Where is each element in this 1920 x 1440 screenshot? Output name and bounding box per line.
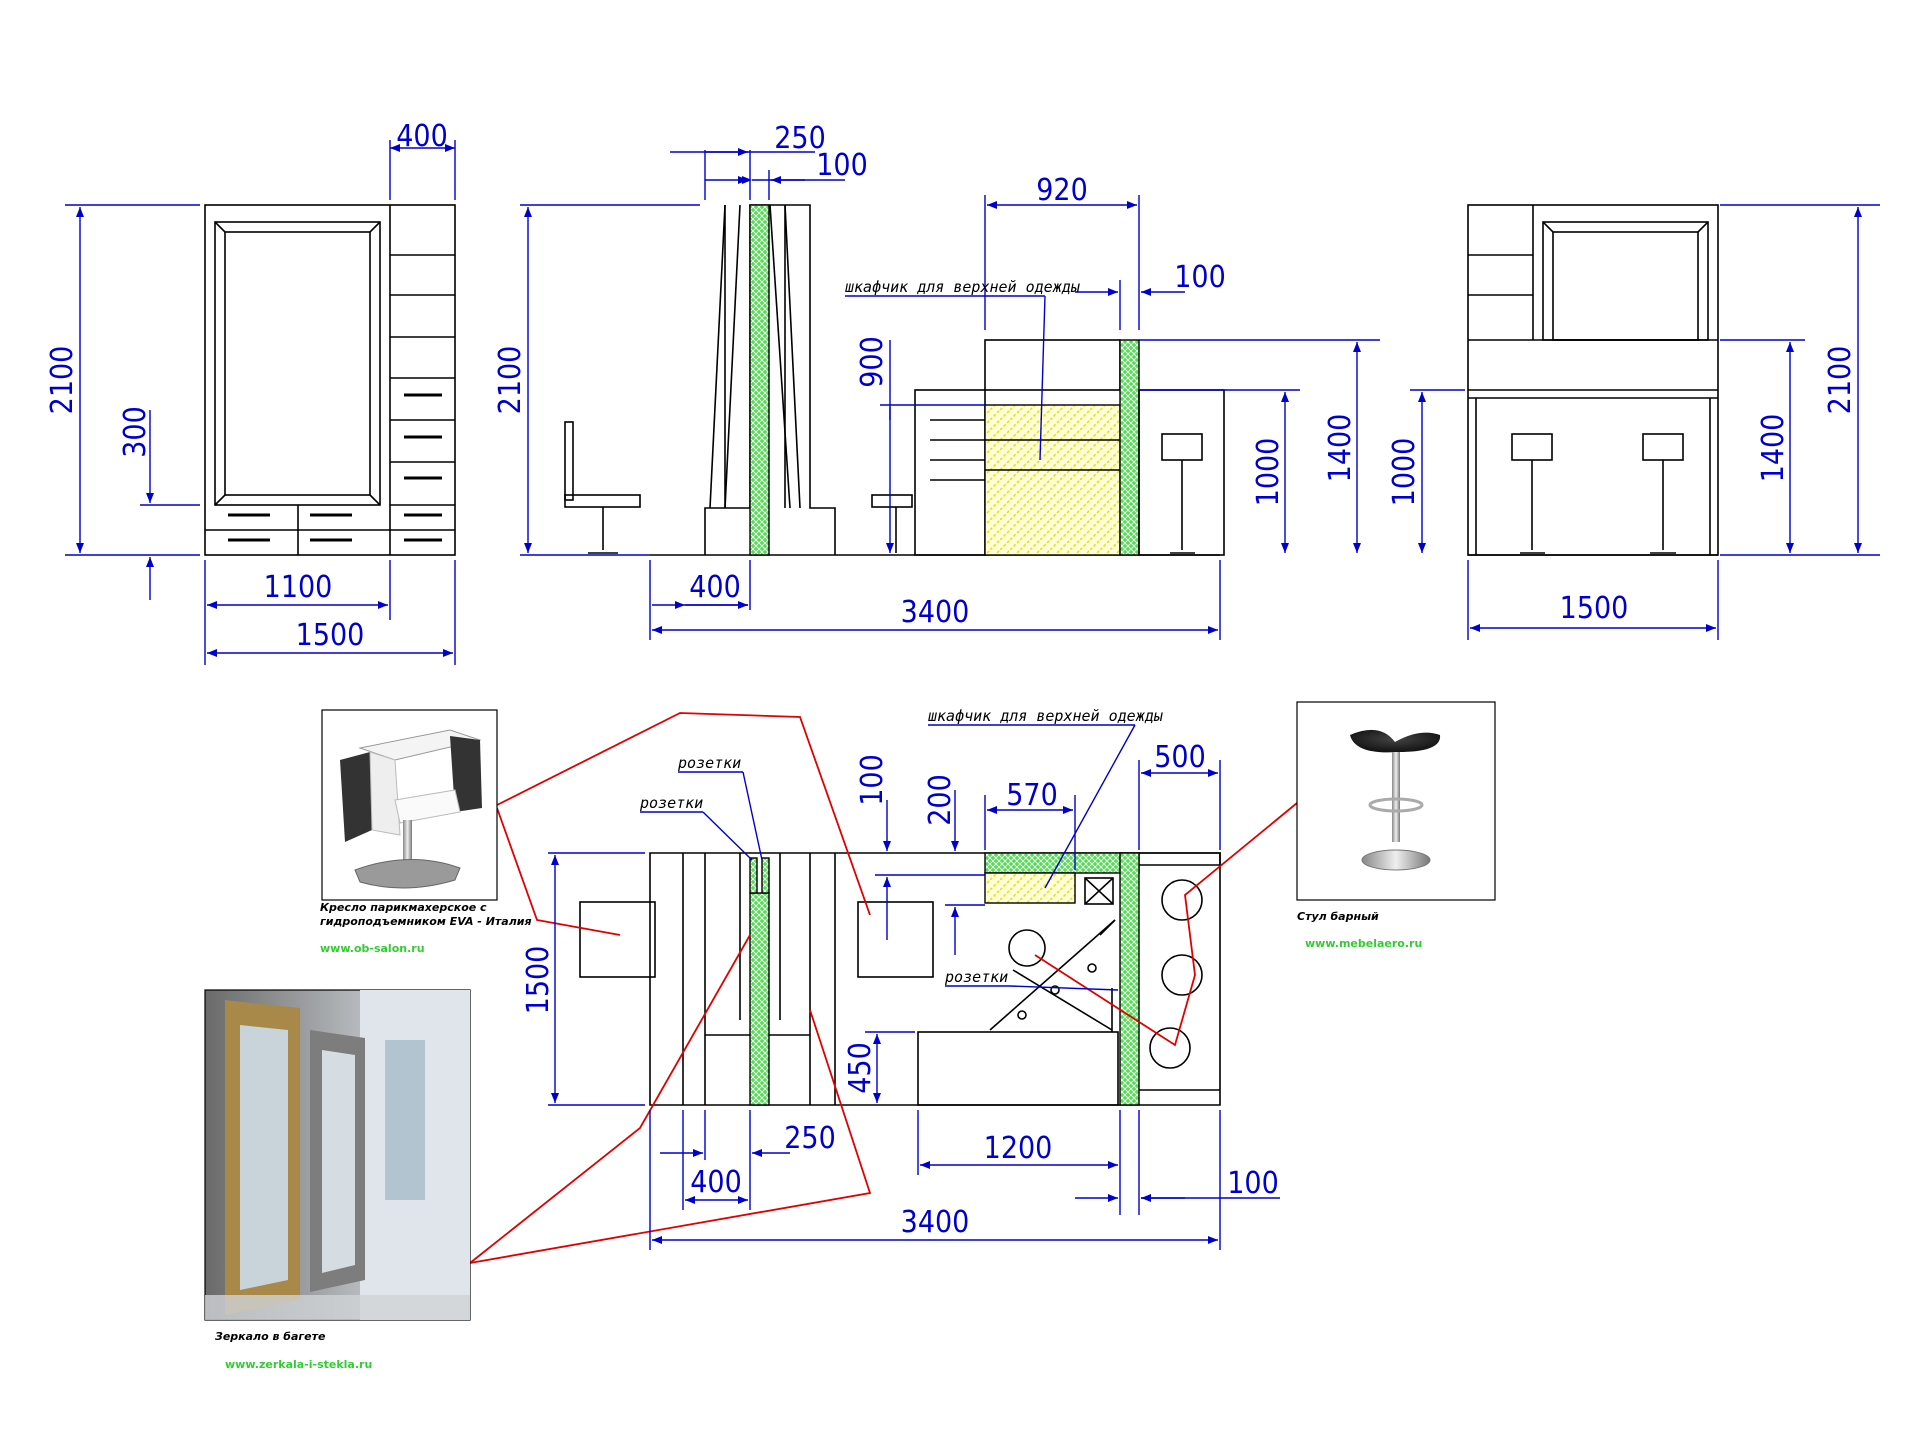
note-wardrobe-plan: шкафчик для верхней одежды	[928, 707, 1164, 725]
chair-url: www.ob-salon.ru	[320, 942, 425, 955]
dim-400-top: 400	[396, 119, 448, 154]
catalog-chair: Кресло парикмахерское с гидроподъемником…	[320, 709, 532, 955]
dim-100-side: 100	[816, 148, 868, 183]
dim-450: 450	[843, 1042, 878, 1094]
chair-side	[564, 421, 913, 554]
bar-stool-icon	[1350, 729, 1441, 871]
dim-200-plan: 200	[923, 774, 958, 826]
salon-chair-icon	[340, 729, 482, 889]
note-sockets-2: розетки	[639, 794, 703, 812]
dim-400-plan: 400	[690, 1165, 742, 1200]
framed-mirror-icon	[205, 990, 470, 1320]
front-elevation: 400 2100 300 1100 1500	[45, 119, 456, 665]
dim-920: 920	[1036, 173, 1088, 208]
dim-250-plan: 250	[784, 1121, 836, 1156]
chair-caption-1: Кресло парикмахерское с	[320, 901, 487, 914]
dim-1400-side: 1400	[1323, 414, 1358, 483]
dim-2100-right: 2100	[1823, 346, 1858, 415]
dim-1500-right: 1500	[1560, 591, 1629, 626]
dim-1000-right: 1000	[1387, 438, 1422, 507]
dim-300: 300	[118, 406, 153, 458]
catalog-stool: Стул барный www.mebelaero.ru	[1296, 701, 1496, 950]
floor-plan: 1500 100 200 570 500 450 250 400 1200 10…	[469, 707, 1298, 1264]
catalog-mirror: Зеркало в багете www.zerkala-i-stekla.ru	[204, 989, 471, 1371]
dim-100-plan-top: 100	[855, 754, 890, 806]
mirror-caption: Зеркало в багете	[215, 1330, 326, 1343]
dim-900: 900	[855, 336, 890, 388]
side-elevation: 250 100 920 100 шкафчик для верхней одеж…	[493, 121, 1380, 640]
dim-1200: 1200	[984, 1131, 1053, 1166]
rear-elevation: 1000 1400 2100 1500	[1387, 204, 1880, 640]
note-wardrobe-elevation: шкафчик для верхней одежды	[845, 278, 1081, 296]
mirror-url: www.zerkala-i-stekla.ru	[225, 1358, 372, 1371]
dim-100-top: 100	[1174, 260, 1226, 295]
note-sockets-3: розетки	[944, 968, 1008, 986]
dim-1100: 1100	[264, 570, 333, 605]
dim-400-side: 400	[689, 570, 741, 605]
chair-caption-2: гидроподъемником EVA - Италия	[320, 915, 532, 928]
dim-2100-side: 2100	[493, 346, 528, 415]
stool-caption: Стул барный	[1297, 910, 1379, 923]
dim-250-side: 250	[774, 121, 826, 156]
dim-1500-front: 1500	[296, 618, 365, 653]
dim-1000-side: 1000	[1251, 438, 1286, 507]
dim-1500-plan: 1500	[521, 946, 556, 1015]
note-sockets-1: розетки	[677, 754, 741, 772]
dim-570: 570	[1006, 778, 1058, 813]
dim-3400-side: 3400	[901, 595, 970, 630]
dim-3400-plan: 3400	[901, 1205, 970, 1240]
dim-2100-left: 2100	[45, 346, 80, 415]
stool-url: www.mebelaero.ru	[1305, 937, 1422, 950]
dim-500: 500	[1154, 740, 1206, 775]
dim-1400-right: 1400	[1756, 414, 1791, 483]
dim-100-plan-bottom: 100	[1227, 1166, 1279, 1201]
bar-stool-side	[1161, 433, 1203, 554]
